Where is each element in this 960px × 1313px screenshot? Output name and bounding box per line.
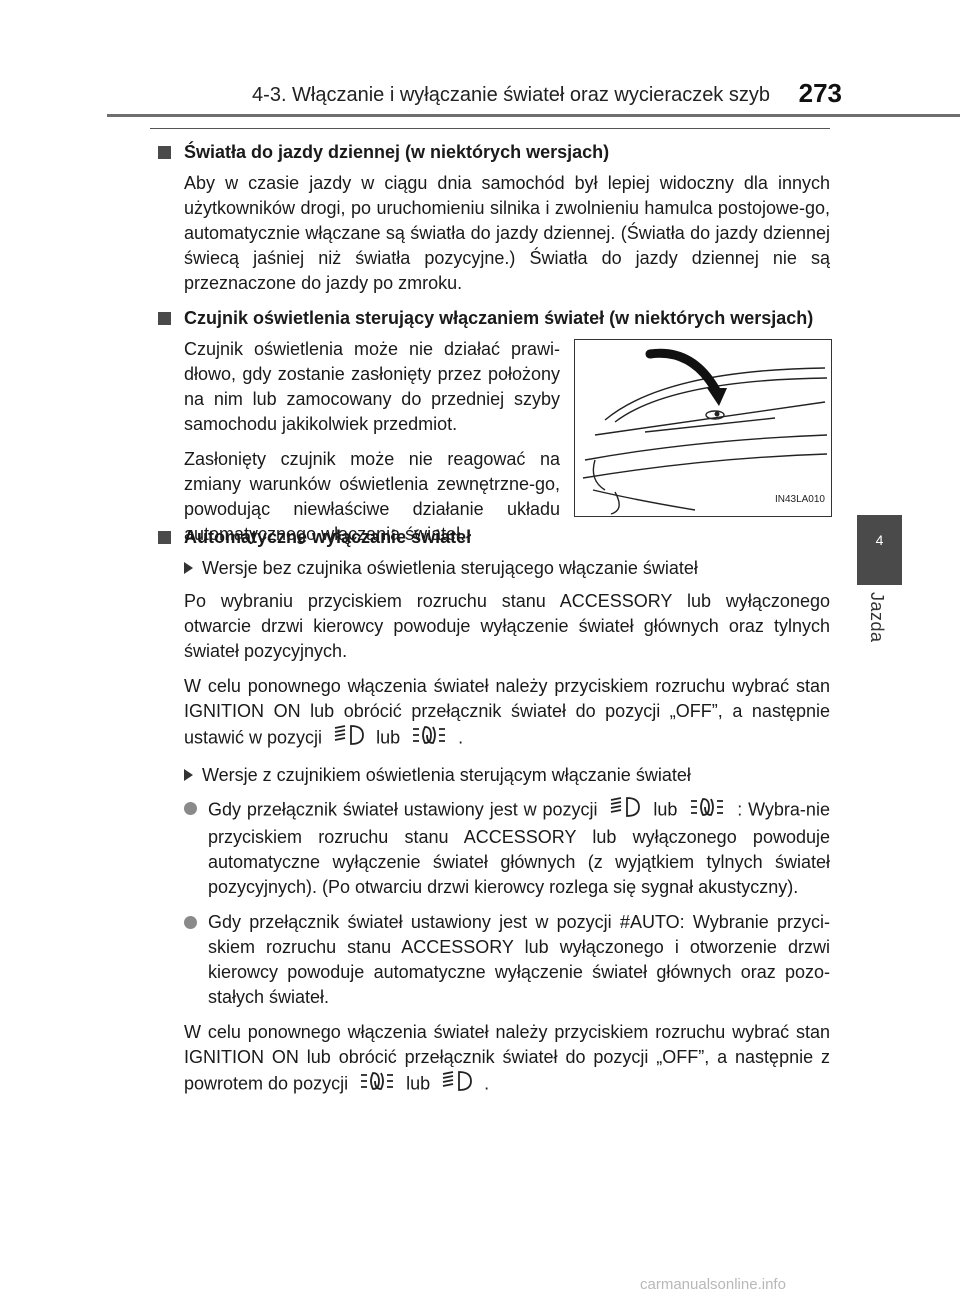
sensor-text: Czujnik oświetlenia może nie działać pra… xyxy=(184,337,560,557)
chapter-tab-number: 4 xyxy=(875,532,884,548)
auto-off-para-1: Po wybraniu przyciskiem rozruchu stanu A… xyxy=(184,591,830,661)
parking-light-icon xyxy=(689,796,725,825)
parking-light-icon xyxy=(411,724,447,753)
chapter-tab-label: Jazda xyxy=(867,592,887,643)
sensor-heading: Czujnik oświetlenia sterujący włączaniem… xyxy=(158,306,830,331)
bullet-switch-headlight: Gdy przełącznik świateł ustawiony jest w… xyxy=(184,796,830,900)
page-number: 273 xyxy=(798,78,842,108)
triangle-bullet-icon xyxy=(184,769,193,781)
auto-off-para-3: W celu ponownego włączenia świateł należ… xyxy=(184,1020,830,1099)
chapter-title: 4-3. Włączanie i wyłączanie świateł oraz… xyxy=(252,84,770,106)
round-bullet-icon xyxy=(184,802,197,815)
sensor-block: Czujnik oświetlenia może nie działać pra… xyxy=(184,337,832,544)
sensor-para-1: Czujnik oświetlenia może nie działać pra… xyxy=(184,339,560,434)
bullet-switch-auto: Gdy przełącznik świateł ustawiony jest w… xyxy=(184,910,830,1010)
page-content: Światła do jazdy dziennej (w niektórych … xyxy=(158,140,832,1109)
square-bullet-icon xyxy=(158,531,171,544)
watermark: carmanualsonline.info xyxy=(640,1276,786,1293)
auto-off-heading: Automatyczne wyłączanie świateł xyxy=(158,525,830,550)
round-bullet-icon xyxy=(184,916,197,929)
windshield-sensor-illustration xyxy=(582,348,828,515)
figure-code: IN43LA010 xyxy=(774,494,825,505)
drl-body: Aby w czasie jazdy w ciągu dnia samochód… xyxy=(184,173,830,293)
header-rule xyxy=(107,114,960,117)
square-bullet-icon xyxy=(158,146,171,159)
square-bullet-icon xyxy=(158,312,171,325)
page-header: 4-3. Włączanie i wyłączanie świateł oraz… xyxy=(0,0,960,120)
headlight-icon xyxy=(333,724,365,753)
chapter-tab xyxy=(857,515,902,585)
auto-off-para-2: W celu ponownego włączenia świateł należ… xyxy=(184,674,830,753)
sensor-para-2: Zasłonięty czujnik może nie reagować na … xyxy=(184,449,560,544)
variant-with-sensor: Wersje z czujnikiem oświetlenia sterując… xyxy=(184,763,830,788)
headlight-icon xyxy=(609,796,641,825)
section-rule xyxy=(150,128,830,129)
triangle-bullet-icon xyxy=(184,562,193,574)
windshield-sensor-figure: IN43LA010 xyxy=(574,339,832,517)
parking-light-icon xyxy=(359,1070,395,1099)
headlight-icon xyxy=(441,1070,473,1099)
drl-heading: Światła do jazdy dziennej (w niektórych … xyxy=(158,140,830,165)
variant-without-sensor: Wersje bez czujnika oświetlenia sterując… xyxy=(184,556,830,581)
